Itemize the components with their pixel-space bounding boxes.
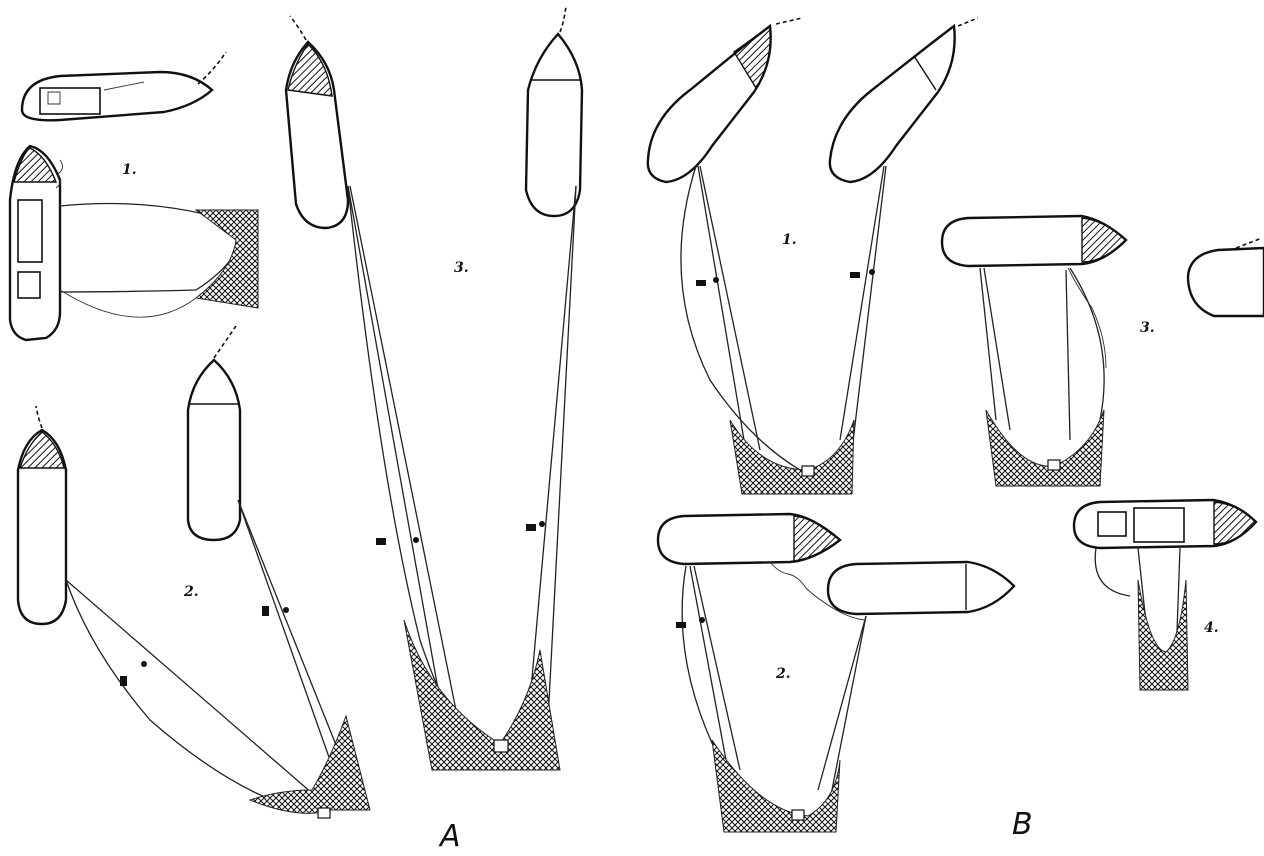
panel-a-stage-3: 3.: [286, 6, 582, 770]
panel-a-stage-2: 2.: [18, 326, 370, 818]
panel-label: A: [438, 819, 461, 854]
trawl-net: [712, 740, 840, 832]
trawl-net: [1138, 580, 1188, 690]
vessel-hull: [1188, 248, 1264, 316]
heading-arrow: [198, 52, 226, 84]
panel-label: B: [1012, 807, 1033, 842]
panel-a: 1. 2.: [10, 6, 582, 854]
vessel-bow-hatched: [1082, 218, 1126, 262]
cod-end: [802, 466, 814, 476]
stage-label: 3.: [1140, 320, 1155, 336]
panel-b-stage-2: 2.: [658, 514, 1014, 832]
stage-label: 1.: [782, 232, 797, 248]
trawl-net: [730, 420, 854, 494]
panel-a-stage-1: 1.: [10, 52, 258, 340]
vessel-hull: [188, 360, 240, 540]
trawl-net: [404, 620, 560, 770]
stage-label: 1.: [122, 162, 137, 178]
panel-b-stage-3: 3.: [942, 216, 1264, 486]
panel-b: 1. 2.: [648, 18, 1264, 842]
cod-end: [318, 808, 330, 818]
panel-b-stage-1: 1.: [648, 18, 978, 494]
cod-end: [494, 740, 508, 752]
cod-end: [792, 810, 804, 820]
vessel-bow-hatched: [1214, 502, 1256, 544]
trawl-net: [986, 410, 1104, 486]
otter-weight: [262, 606, 269, 616]
otter-weight: [120, 676, 127, 686]
vessel-hull: [830, 26, 955, 182]
vessel-hull: [526, 34, 582, 216]
stage-label: 4.: [1204, 620, 1219, 636]
vessel-bow-hatched: [794, 516, 840, 562]
trawl-net: [250, 716, 370, 813]
vessel-hull: [828, 562, 1014, 614]
otter-weight: [376, 538, 386, 545]
vessel-hull: [22, 72, 212, 120]
stage-label: 3.: [454, 260, 469, 276]
cod-end: [1048, 460, 1060, 470]
panel-b-stage-4: 4.: [1074, 500, 1256, 690]
otter-weight: [526, 524, 536, 531]
stage-label: 2.: [775, 666, 791, 682]
trawl-net: [196, 210, 258, 308]
vessel-bow-hatched: [288, 44, 332, 96]
stage-label: 2.: [183, 584, 199, 600]
